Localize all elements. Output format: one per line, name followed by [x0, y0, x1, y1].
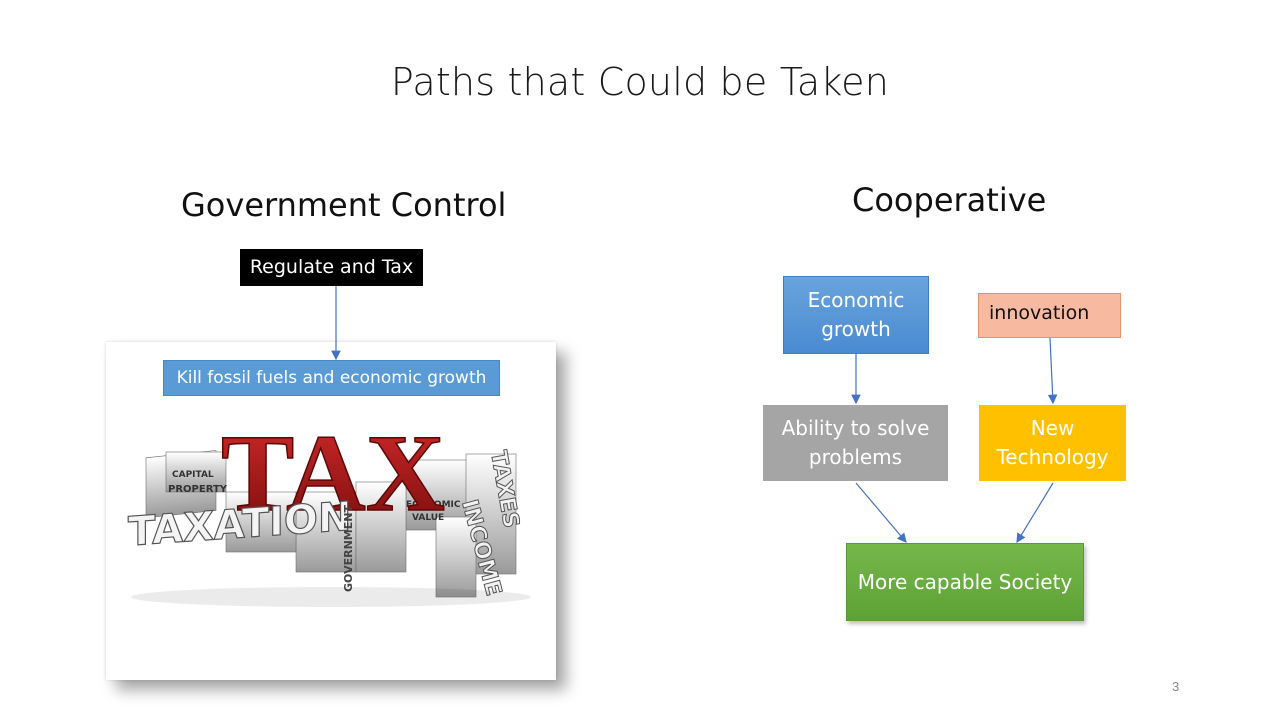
page-number: 3 [1172, 679, 1180, 694]
economic-growth-box: Economic growth [783, 276, 929, 354]
arrow-newtech-to-society [1016, 482, 1054, 544]
tax-word: TAX [221, 412, 445, 534]
government-word: GOVERNMENT [342, 505, 355, 592]
ability-to-solve-problems-box: Ability to solve problems [763, 405, 948, 481]
more-capable-society-box: More capable Society [846, 543, 1084, 621]
arrow-ability-to-society [855, 482, 907, 543]
new-technology-box: New Technology [979, 405, 1126, 481]
tax-word-cloud-image: PROPERTY ECONOMIC VALUE CAPITAL TAX TAXA… [106, 342, 556, 680]
tax-word-cloud-illustration: PROPERTY ECONOMIC VALUE CAPITAL TAX TAXA… [127, 411, 531, 607]
government-control-heading: Government Control [181, 186, 507, 224]
innovation-box: innovation [978, 293, 1121, 338]
word-value: VALUE [412, 513, 444, 523]
slide-title: Paths that Could be Taken [390, 60, 890, 104]
word-economic: ECONOMIC [406, 500, 461, 510]
word-capital: CAPITAL [172, 470, 214, 480]
word-property: PROPERTY [168, 484, 228, 495]
kill-fossil-fuels-label: Kill fossil fuels and economic growth [163, 360, 500, 396]
regulate-and-tax-box: Regulate and Tax [240, 249, 423, 286]
cooperative-heading: Cooperative [852, 181, 1047, 219]
arrow-innovation-to-newtech [1047, 337, 1058, 405]
